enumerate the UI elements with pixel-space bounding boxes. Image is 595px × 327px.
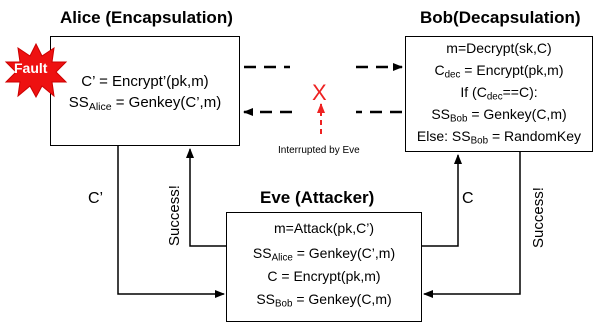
label-bob-to-eve: Success! xyxy=(530,187,547,248)
alice-box: C’ = Encrypt’(pk,m) SSAlice = Genkey(C’,… xyxy=(50,36,240,146)
fault-label: Fault xyxy=(14,60,48,76)
arrow-alice-to-eve xyxy=(117,146,225,298)
label-eve-to-alice: Success! xyxy=(166,185,183,246)
alice-line-2: SSAlice = Genkey(C’,m) xyxy=(68,94,222,113)
eve-line-4: SSBob = Genkey(C,m) xyxy=(256,291,392,310)
eve-line-2: SSAlice = Genkey(C’,m) xyxy=(252,245,396,264)
alice-line-1: C’ = Encrypt’(pk,m) xyxy=(81,73,209,90)
bob-line-4: SSBob = Genkey(C,m) xyxy=(431,106,567,125)
eve-title: Eve (Attacker) xyxy=(260,188,375,207)
bob-box: m=Decrypt(sk,C) Cdec = Encrypt(pk,m) If … xyxy=(405,36,593,152)
fault-burst-icon xyxy=(4,42,68,98)
bob-line-2: Cdec = Encrypt(pk,m) xyxy=(434,62,564,81)
alice-title: Alice (Encapsulation) xyxy=(60,8,233,27)
bob-title: Bob(Decapsulation) xyxy=(420,8,581,27)
label-alice-to-eve: C’ xyxy=(88,190,104,207)
eve-box: m=Attack(pk,C’) SSAlice = Genkey(C’,m) C… xyxy=(226,212,422,322)
label-eve-to-bob: C xyxy=(462,190,474,207)
fault-burst-shape xyxy=(4,42,68,98)
interrupt-caption: Interrupted by Eve xyxy=(278,145,360,156)
bob-line-3: If (Cdec==C): xyxy=(460,84,538,103)
bob-line-1: m=Decrypt(sk,C) xyxy=(446,40,552,56)
arrow-bob-to-eve xyxy=(423,152,521,298)
interrupt-x-mark: X xyxy=(312,80,327,105)
arrow-eve-to-bob xyxy=(422,154,462,247)
eve-line-3: C = Encrypt(pk,m) xyxy=(267,268,381,284)
bob-line-5: Else: SSBob = RandomKey xyxy=(416,128,582,147)
eve-line-1: m=Attack(pk,C’) xyxy=(274,220,374,236)
arrow-eve-to-alice xyxy=(186,148,226,247)
